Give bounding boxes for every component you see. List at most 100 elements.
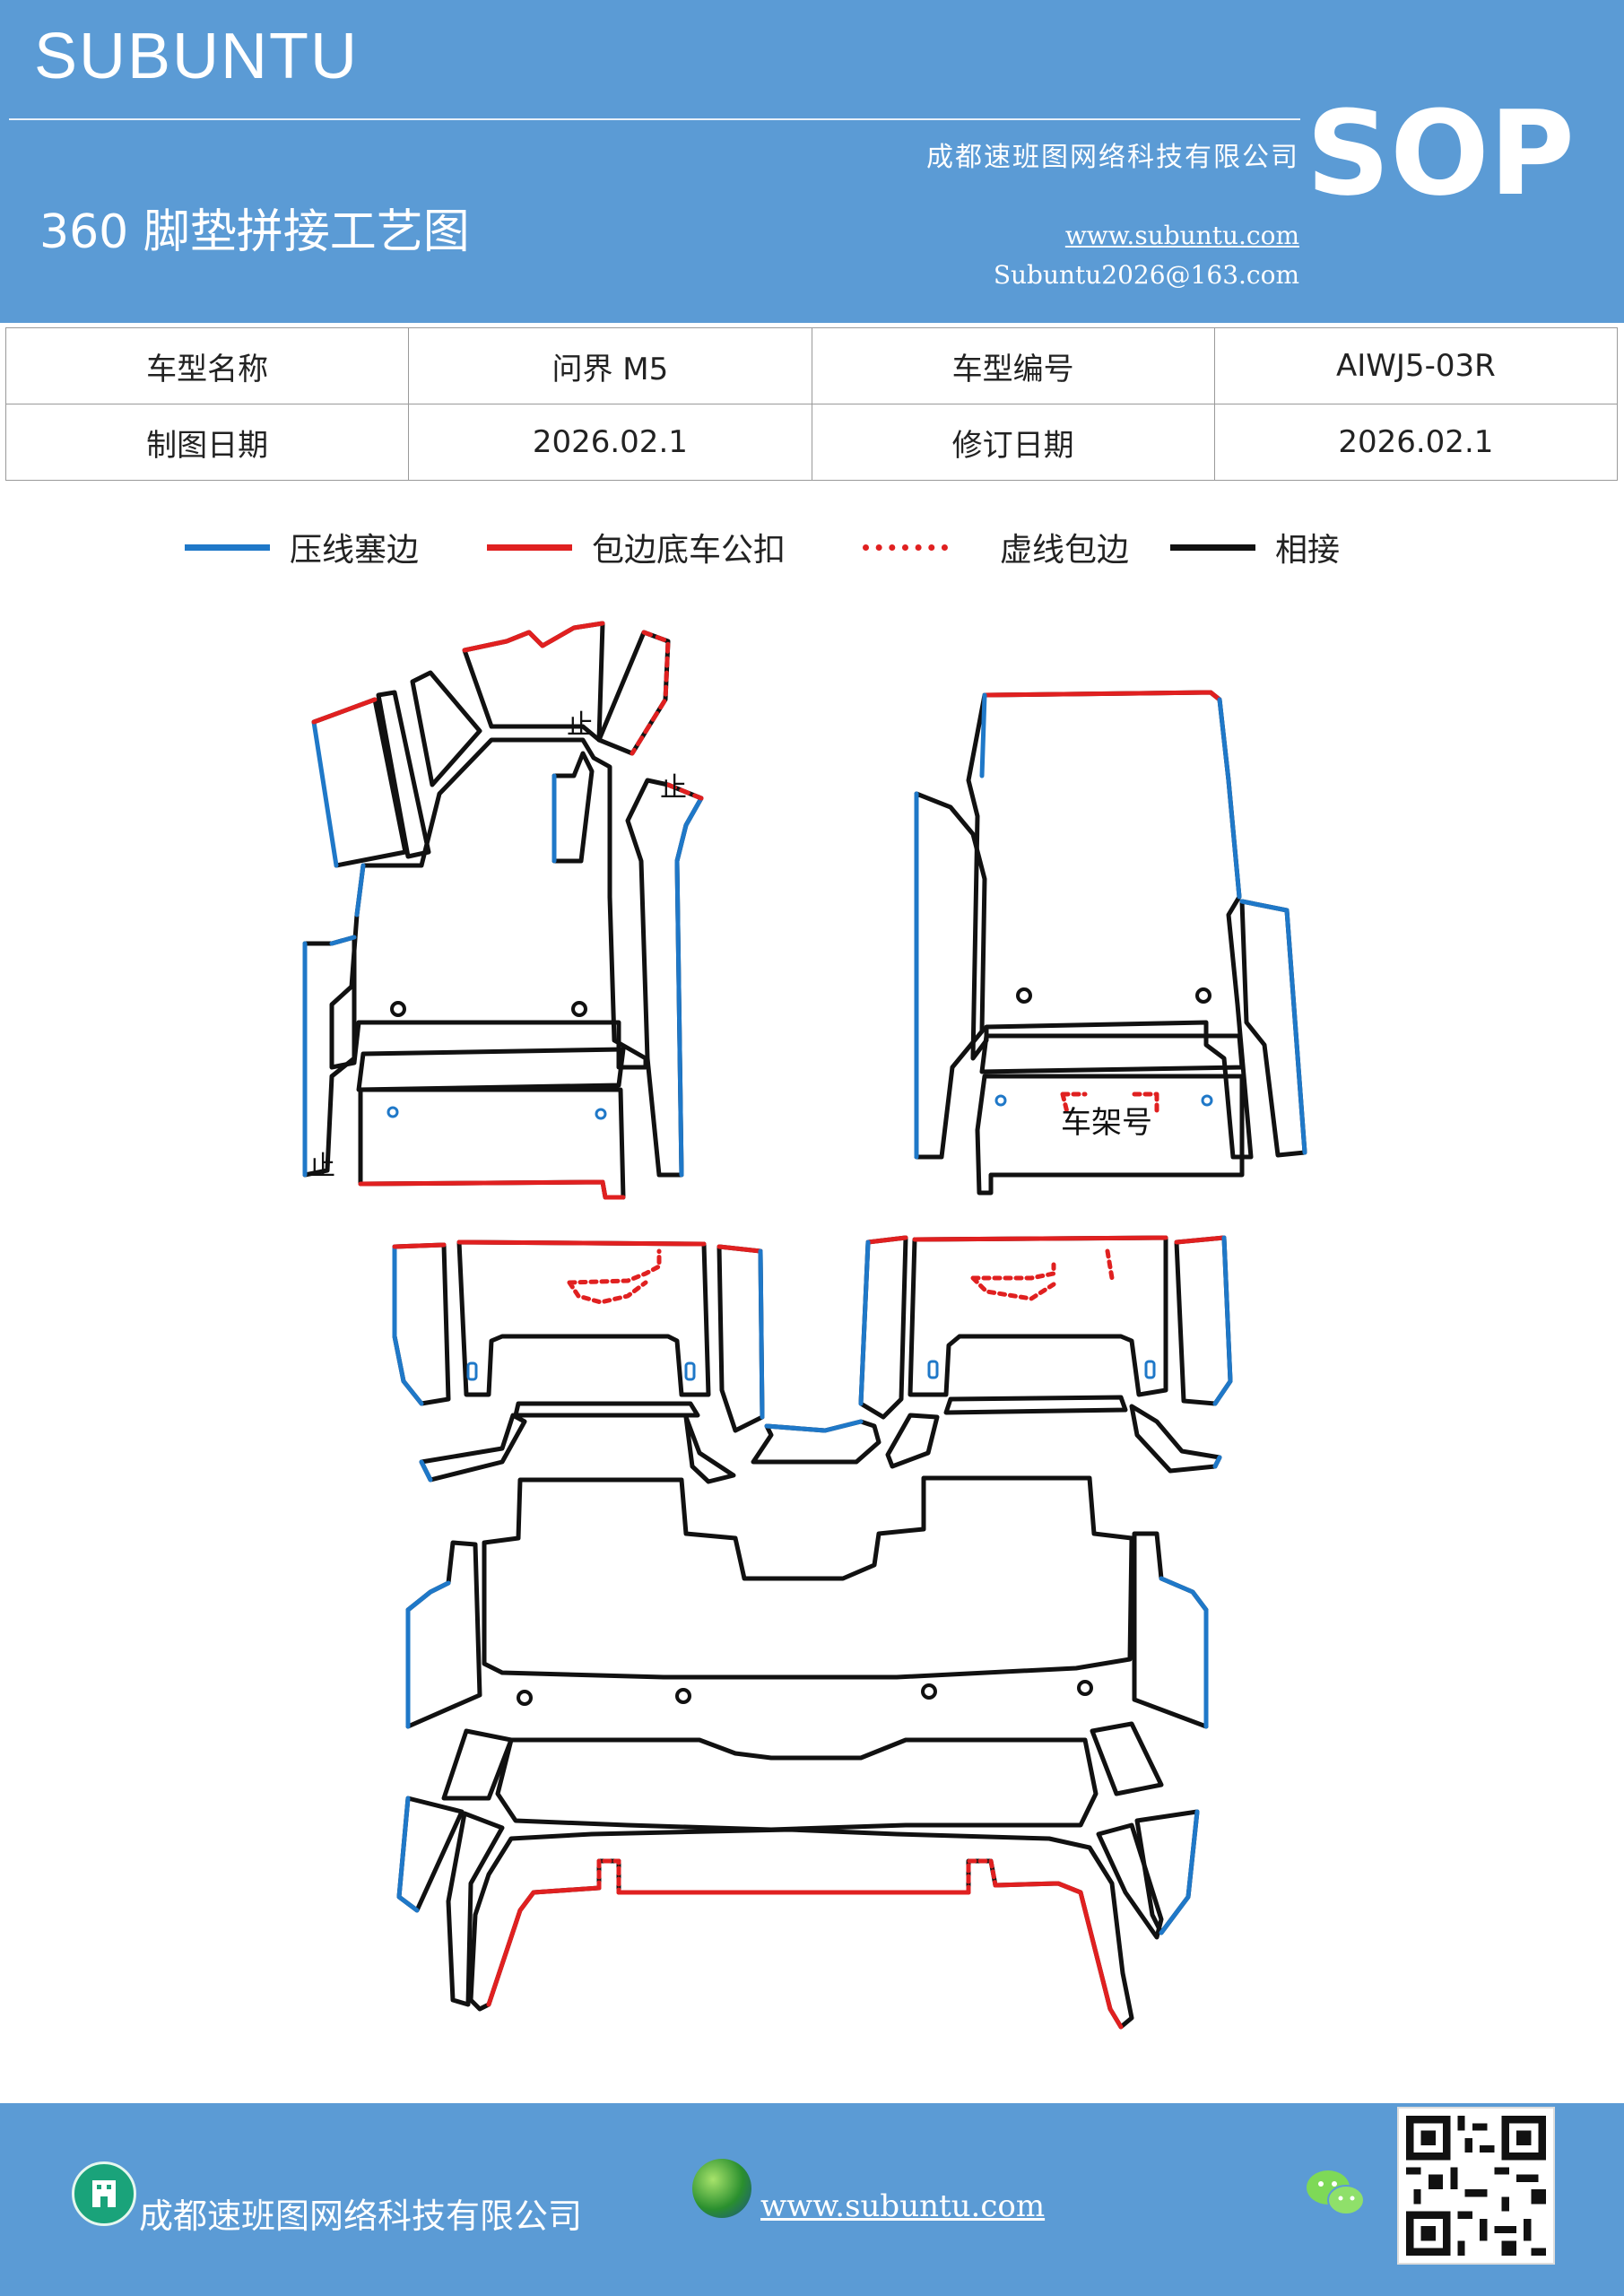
- model-name-label: 车型名称: [4, 327, 410, 404]
- rear-right-small-piece-2: [885, 1413, 940, 1469]
- mount-hole: [390, 1001, 406, 1017]
- building-icon-glyph: [92, 2180, 116, 2207]
- footer-banner: 成都速班图网络科技有限公司 www.subuntu.com: [0, 2103, 1624, 2296]
- rear-left-door-strip-red: [716, 1244, 763, 1254]
- revise-date-label: 修订日期: [811, 404, 1215, 481]
- model-code-label: 车型编号: [811, 327, 1215, 404]
- footer-website-link[interactable]: www.subuntu.com: [760, 2188, 1046, 2224]
- rear-left-small-piece-2: [683, 1414, 736, 1484]
- page-title: 360 脚垫拼接工艺图: [39, 205, 470, 259]
- brand-logo-text: SUBUNTU: [34, 21, 360, 92]
- rear-left-side-strip-blue: [419, 1459, 433, 1483]
- driver-strip-1: [376, 690, 431, 859]
- rear-left-door-strip-blue: [758, 1248, 765, 1420]
- rear-right-outer-flap-blue: [1212, 1235, 1233, 1406]
- rear-left-corner-2: [446, 1811, 505, 2007]
- rear-floor-strip: [495, 1737, 1099, 1832]
- rear-floor-strip-right-tab: [1090, 1721, 1164, 1796]
- mount-hole: [571, 1001, 587, 1017]
- driver-top-piece-red: [462, 621, 605, 653]
- qr-code: [1397, 2107, 1555, 2265]
- table-row: 车型名称 问界 M5 车型编号 AIWJ5-03R: [4, 327, 1619, 404]
- mount-hole: [386, 1106, 399, 1118]
- rear-left-door-strip: [716, 1244, 765, 1433]
- legend-label: 压线塞边: [290, 532, 420, 569]
- passenger-main-body: [966, 690, 1254, 1160]
- mount-hole: [675, 1688, 691, 1704]
- rear-right-outer-flap-red: [1174, 1235, 1227, 1245]
- sop-badge: SOP: [1306, 85, 1575, 222]
- header-email: Subuntu2026@163.com: [993, 260, 1299, 290]
- mount-hole: [994, 1094, 1007, 1107]
- rear-left-top-panel-dash: [567, 1248, 662, 1305]
- mount-hole: [517, 1690, 533, 1706]
- rear-left-top-panel: [456, 1239, 711, 1397]
- mount-hole: [1016, 987, 1032, 1004]
- rear-arch: [468, 1827, 1134, 2030]
- driver-top-right-wing: [596, 630, 671, 756]
- floor-mat-diagram: 止 止 止 车架号: [0, 592, 1624, 2045]
- passenger-left-wing: [914, 791, 987, 1160]
- mount-hole: [1077, 1680, 1093, 1696]
- model-code-value: AIWJ5-03R: [1213, 327, 1619, 404]
- passenger-right-strip-blue: [1239, 899, 1307, 1155]
- rear-right-outer-flap: [1174, 1235, 1233, 1406]
- passenger-frame-no-window: [1060, 1091, 1159, 1115]
- stop-mark: 止: [308, 1151, 335, 1182]
- mount-hole: [921, 1683, 937, 1700]
- driver-bottom-section-red: [358, 1179, 626, 1200]
- driver-left-outer-strip-blue: [302, 935, 357, 1178]
- rear-arch-red-tabs: [596, 1858, 998, 1895]
- legend-label: 包边底车公扣: [592, 532, 786, 569]
- globe-icon: [692, 2159, 751, 2218]
- rear-floor-main: [482, 1475, 1134, 1680]
- rear-left-side-strip: [419, 1413, 527, 1483]
- footer-company-name: 成都速班图网络科技有限公司: [139, 2196, 583, 2236]
- table-row: 制图日期 2026.02.1 修订日期 2026.02.1: [4, 404, 1619, 481]
- rear-arch-red-bottom: [531, 1881, 1124, 2030]
- rear-floor-left-flap-blue: [405, 1580, 451, 1729]
- header-divider: [9, 118, 1300, 120]
- rear-left-outer-flap-blue: [392, 1244, 424, 1406]
- rear-left-outer-flap-red: [392, 1242, 447, 1249]
- mount-hole: [1201, 1094, 1213, 1107]
- rear-left-small-piece: [513, 1401, 700, 1418]
- rear-floor-strip-left-tab: [441, 1728, 514, 1801]
- driver-right-door-strip: [625, 778, 704, 1178]
- legend: 压线塞边 包边底车公扣 虚线包边 相接: [0, 520, 1624, 574]
- draw-date-label: 制图日期: [4, 404, 410, 481]
- model-name-value: 问界 M5: [408, 327, 812, 404]
- slot: [1144, 1360, 1156, 1379]
- slot: [466, 1361, 478, 1381]
- rear-arch-red-left: [486, 1890, 536, 2007]
- legend-label: 相接: [1275, 532, 1341, 569]
- driver-left-panel-blue: [311, 719, 339, 868]
- driver-mat: [302, 621, 704, 1200]
- building-icon: [72, 2161, 136, 2226]
- vehicle-info-table: 车型名称 问界 M5 车型编号 AIWJ5-03R 制图日期 2026.02.1…: [4, 327, 1619, 481]
- driver-tunnel-piece: [551, 751, 595, 864]
- frame-number-label: 车架号: [1061, 1105, 1152, 1141]
- slot: [927, 1360, 939, 1379]
- rear-right-top-panel: [908, 1235, 1168, 1397]
- driver-left-panel-red: [311, 697, 378, 725]
- rear-floor-right-flap-blue: [1159, 1576, 1209, 1729]
- passenger-main-body-red: [982, 690, 1222, 702]
- passenger-bottom-section: [975, 1074, 1245, 1196]
- driver-heel-pad: [356, 1047, 626, 1092]
- driver-right-door-strip-dash: [665, 782, 704, 801]
- qr-code-pattern: [1406, 2116, 1546, 2256]
- driver-mat-body-blue: [354, 863, 366, 918]
- rear-right-door-strip-red: [865, 1235, 908, 1245]
- header-website-link[interactable]: www.subuntu.com: [1064, 221, 1299, 250]
- rear-right-small-piece: [943, 1395, 1128, 1415]
- rear-floor-right-flap: [1132, 1531, 1209, 1729]
- legend-swatch-blue: [185, 544, 270, 551]
- driver-right-door-strip-blue: [674, 796, 704, 1178]
- draw-date-value: 2026.02.1: [408, 404, 812, 481]
- rear-right-corner-2: [1134, 1809, 1200, 1935]
- legend-item-edge-clip: 包边底车公扣: [487, 520, 786, 574]
- legend-swatch-red-dotted: [863, 544, 948, 551]
- wechat-icon[interactable]: [1305, 2166, 1368, 2220]
- header-banner: SUBUNTU 成都速班图网络科技有限公司 SOP 360 脚垫拼接工艺图 ww…: [0, 0, 1624, 323]
